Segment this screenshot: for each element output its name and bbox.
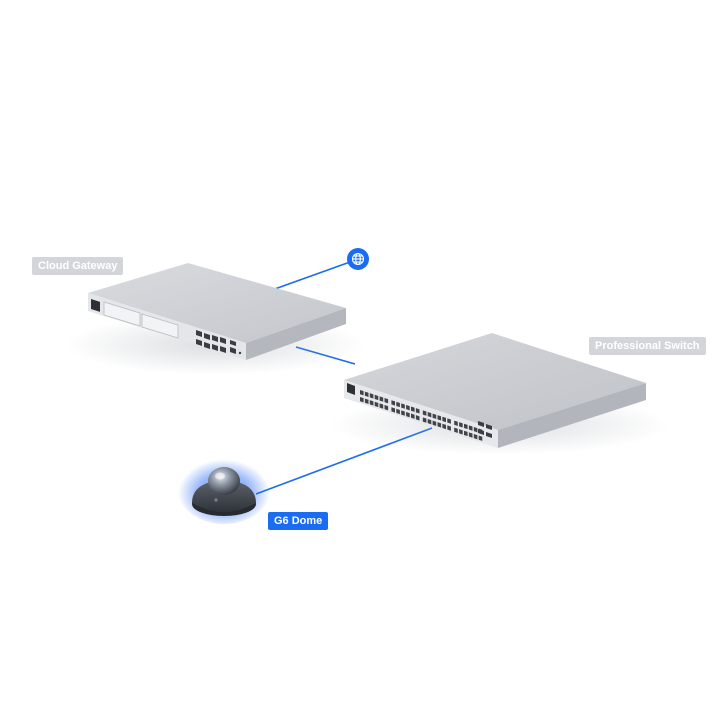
switch-port [427, 411, 432, 418]
switch-port [360, 390, 364, 396]
switch-port [415, 415, 420, 421]
professional-switch-label: Professional Switch [589, 337, 706, 355]
switch-port [422, 417, 427, 423]
switch-port [374, 394, 379, 401]
switch-port [459, 429, 463, 435]
switch-port [468, 425, 473, 431]
switch-port [379, 403, 384, 409]
switch-port [468, 432, 473, 438]
switch-port [384, 404, 389, 411]
rack-gateway-icon [65, 263, 365, 375]
switch-port [427, 418, 432, 425]
switch-port [369, 393, 374, 399]
switch-port [432, 413, 437, 419]
switch-port [364, 398, 369, 404]
switch-port [360, 397, 364, 403]
switch-port [454, 420, 458, 426]
switch-port [396, 408, 400, 415]
switch-port [447, 418, 451, 424]
switch-port [391, 400, 395, 406]
globe-icon [347, 248, 369, 270]
switch-port [384, 397, 389, 404]
switch-port [396, 401, 400, 408]
switch-port [437, 422, 442, 428]
switch-port [406, 404, 410, 411]
rack-switch-icon [330, 333, 670, 455]
g6-dome-label: G6 Dome [268, 512, 329, 530]
cloud-gateway-label: Cloud Gateway [32, 257, 124, 275]
switch-port [432, 420, 437, 426]
dome-camera-icon [178, 456, 270, 524]
switch-port [364, 391, 369, 397]
switch-port [379, 396, 384, 402]
switch-port [422, 410, 427, 416]
switch-port [473, 426, 478, 433]
switch-port [459, 422, 463, 428]
switch-port [478, 435, 483, 441]
switch-port [442, 416, 446, 423]
switch-port [415, 408, 420, 414]
switch-port [411, 406, 415, 412]
link-gateway-internet [271, 261, 351, 291]
switch-port [374, 401, 379, 408]
switch-port [464, 430, 468, 437]
switch-port [473, 433, 478, 440]
switch-port [411, 413, 415, 419]
switch-port [406, 411, 410, 418]
switch-port [454, 427, 458, 433]
switch-port [442, 423, 446, 430]
switch-port [447, 425, 451, 431]
switch-port [401, 410, 405, 416]
switch-port [369, 400, 374, 406]
switch-port [391, 407, 395, 413]
switch-port [464, 423, 468, 430]
switch-port [401, 403, 405, 409]
switch-port [437, 415, 442, 421]
